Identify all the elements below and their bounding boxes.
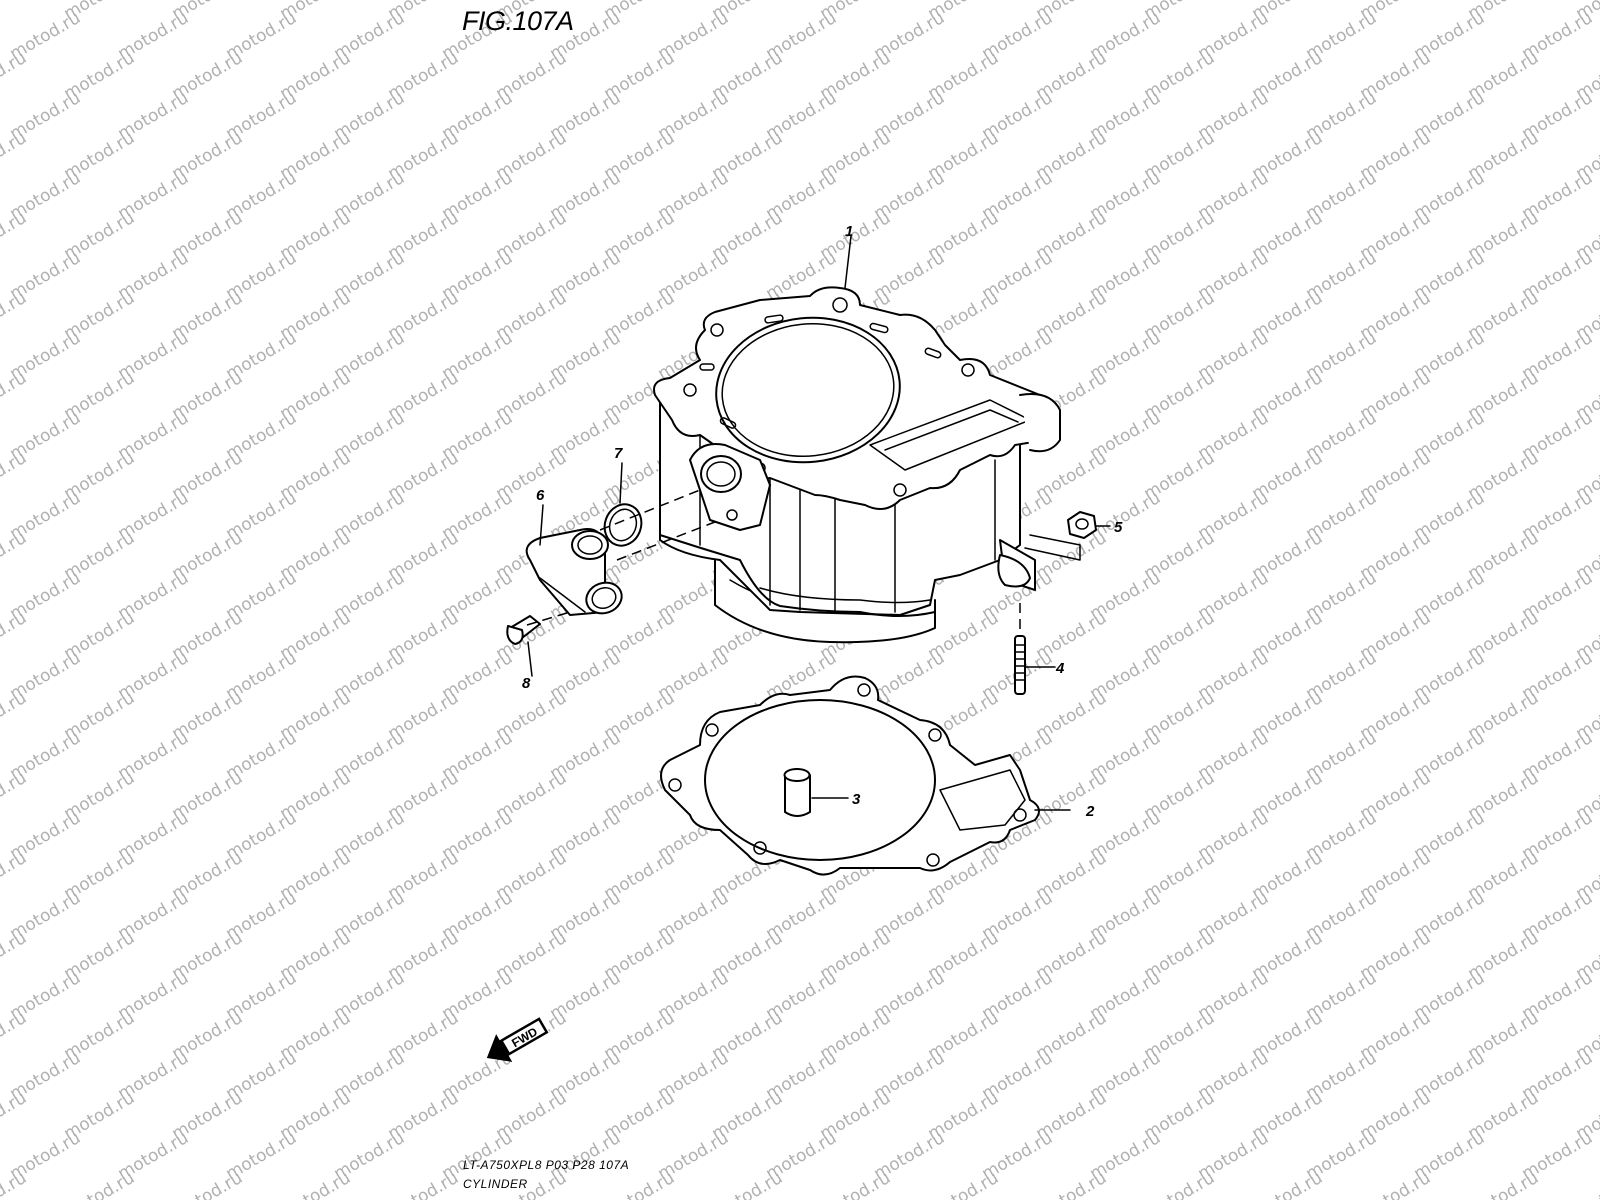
fwd-arrow-icon: FWD [486,1017,549,1062]
callout-7: 7 [614,445,623,462]
callout-4: 4 [1055,660,1065,677]
watermark-text: motod.ru [1573,1168,1600,1200]
nut-drawing [1024,511,1097,561]
callout-8: 8 [522,675,531,692]
watermark-text: motod.ru [1249,1168,1327,1200]
callout-2: 2 [1085,803,1095,820]
model-code: LT-A750XPL8 P03 P28 107A [463,1158,630,1172]
stud-bolt-drawing [1014,603,1026,695]
callout-5: 5 [1114,519,1123,536]
watermark-text: motod.ru [169,1168,247,1200]
cylinder-drawing [653,286,1061,644]
figure-title: FIG.107A [462,6,574,36]
watermark-text: motod.ru [709,1168,787,1200]
callouts: 1 2 3 4 5 6 7 8 [522,223,1123,820]
assembly-lines [526,489,721,626]
assembly-name: CYLINDER [463,1177,528,1191]
watermark-text: motod.ru [925,1168,1003,1200]
watermark-text: motod.ru [1465,1168,1543,1200]
base-gasket-drawing [660,675,1040,876]
watermark-text: motod.ru [385,1168,463,1200]
leader-lines [527,235,1111,811]
o-ring-drawing [603,503,643,547]
watermark-text: motod.ru [0,0,30,24]
callout-1: 1 [845,223,853,240]
watermark-text: motod.ru [1033,1168,1111,1200]
watermark-text: motod.ru [601,1168,679,1200]
watermark-text: motod.ru [1357,1168,1435,1200]
dowel-pin-drawing [783,768,811,817]
watermark-text: motod.ru [277,1168,355,1200]
bolt-drawing [506,615,541,645]
watermark-text: motod.ru [1141,1168,1219,1200]
water-inlet-pipe-drawing [525,528,623,616]
watermark-text: motod.ru [61,1168,139,1200]
callout-3: 3 [852,791,861,808]
watermark-text: motod.ru [817,1168,895,1200]
callout-6: 6 [536,487,545,504]
